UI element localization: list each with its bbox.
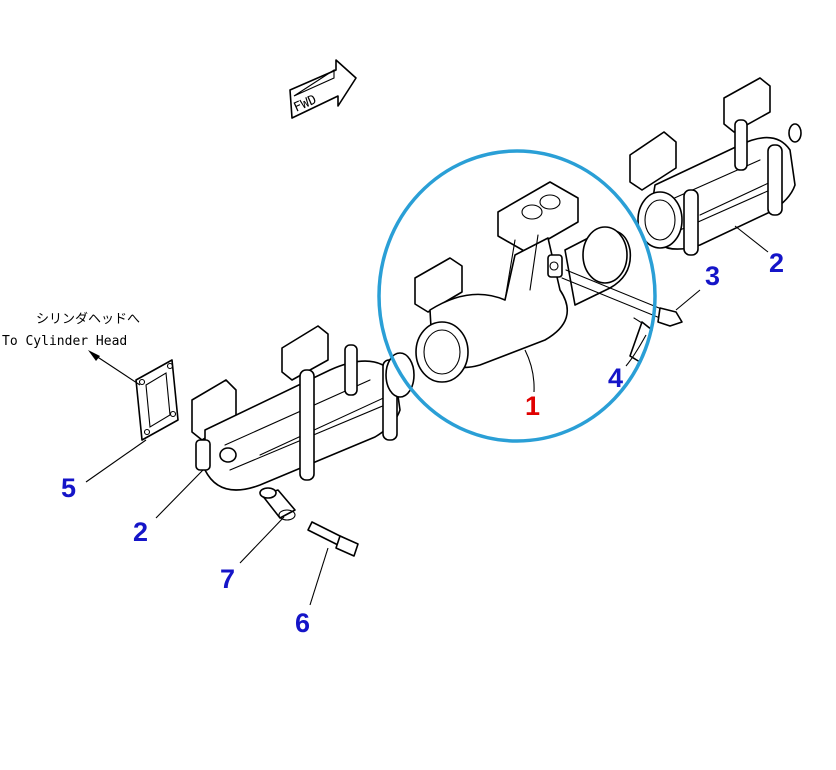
callout-2-right: 2 [769,248,784,278]
cylinder-head-label-en: To Cylinder Head [2,334,127,349]
left-manifold-section [191,325,415,491]
callout-5: 5 [61,473,76,503]
bolt-part-6 [307,521,359,557]
callout-2-left: 2 [133,517,148,547]
callout-7: 7 [220,564,235,594]
gasket-part-5 [135,359,179,441]
cylinder-head-label-jp: シリンダヘッドへ [36,312,140,327]
leader-lines [85,225,769,606]
callout-6: 6 [295,608,310,638]
spacer-part-7 [259,487,296,521]
highlight-circle [377,149,657,443]
center-manifold-part-1 [414,181,632,383]
callout-3: 3 [705,261,720,291]
fwd-arrow-sign: FWD [289,59,357,119]
callout-1: 1 [525,391,540,421]
right-manifold-section [629,77,802,256]
bolt-part-3 [561,269,683,327]
cylinder-head-arrowhead [88,350,100,361]
callout-4: 4 [608,363,623,393]
